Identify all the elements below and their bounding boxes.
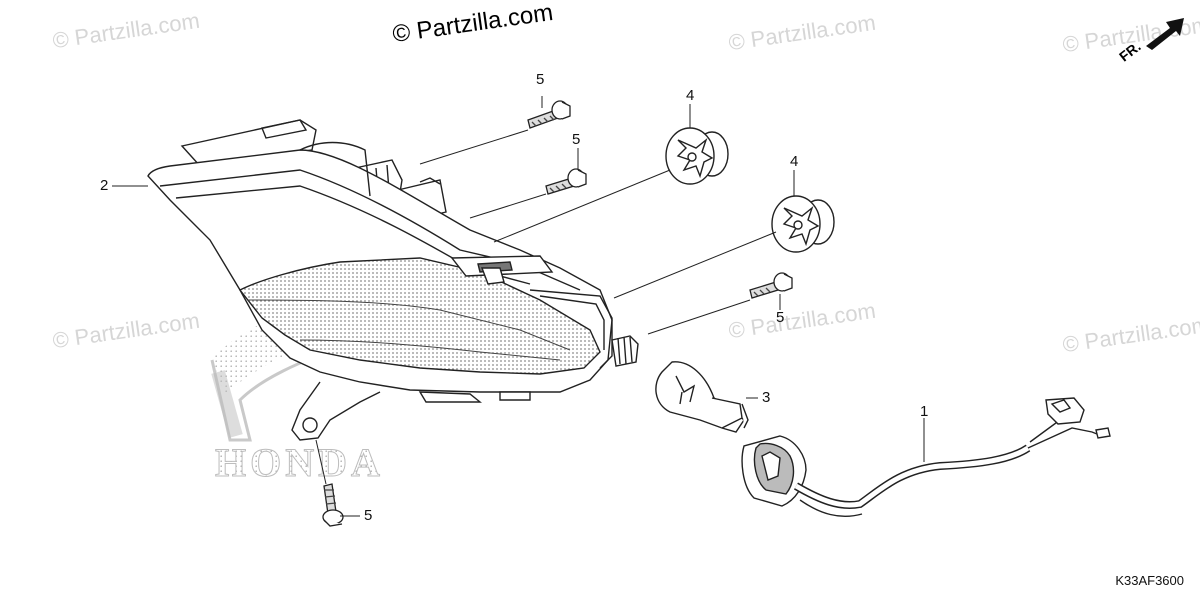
callout-part-4: 4 <box>686 87 695 104</box>
screw-icon <box>545 168 587 195</box>
diagram-code: K33AF3600 <box>1115 573 1184 588</box>
callout-part-5: 5 <box>776 309 785 326</box>
honda-logo-text: HONDA <box>215 440 384 485</box>
leader-lines <box>112 96 925 517</box>
grommet-icon <box>771 195 835 253</box>
screw-icon <box>749 272 793 299</box>
bulb-icon <box>655 361 749 433</box>
grommet-icon <box>665 127 729 185</box>
taillight-housing <box>147 119 639 441</box>
callout-part-5: 5 <box>364 507 373 524</box>
callout-part-3: 3 <box>762 389 771 406</box>
screw-icon <box>527 100 571 129</box>
callout-part-1: 1 <box>920 403 929 420</box>
callout-part-5: 5 <box>572 131 581 148</box>
callout-part-2: 2 <box>100 177 109 194</box>
socket-harness <box>741 397 1111 517</box>
callout-part-5: 5 <box>536 71 545 88</box>
callout-part-4: 4 <box>790 153 799 170</box>
screw-icon <box>322 483 344 527</box>
front-direction-arrow-icon <box>1146 18 1184 50</box>
